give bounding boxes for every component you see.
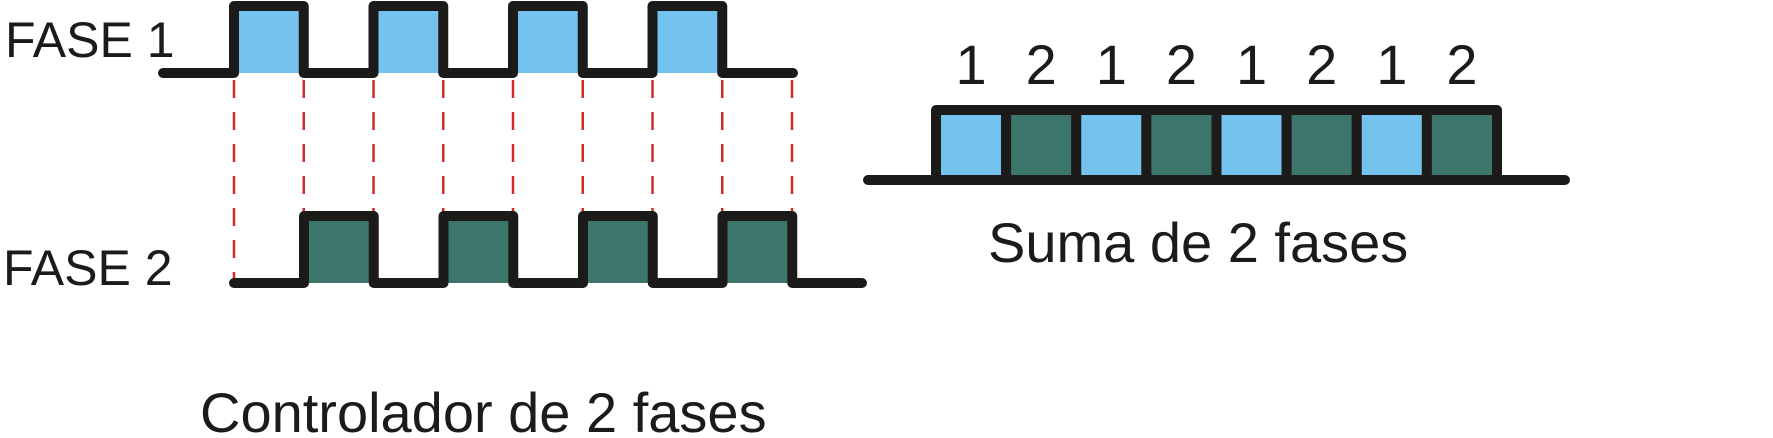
sequence-number: 2: [1306, 33, 1337, 96]
phase2-pulse: [722, 216, 793, 283]
sum-cell-phase1: [1211, 105, 1292, 185]
phase2-waveform: [229, 211, 867, 288]
sum-caption: Suma de 2 fases: [988, 211, 1408, 274]
phase1-waveform: [158, 1, 798, 78]
phase1-pulse: [652, 6, 723, 73]
phase2-pulse: [583, 216, 653, 283]
phase1-pulse: [373, 6, 444, 73]
sequence-number: 1: [955, 33, 986, 96]
sum-cell-phase1: [1351, 105, 1432, 185]
sum-cell-phase2: [1001, 105, 1082, 185]
left-caption: Controlador de 2 fases: [200, 381, 767, 438]
phase1-pulse: [513, 6, 583, 73]
sum-cell-phase2: [1281, 105, 1362, 185]
phase2-pulse: [304, 216, 374, 283]
sequence-number: 2: [1166, 33, 1197, 96]
sum-waveform: [863, 105, 1570, 185]
sequence-number: 1: [1236, 33, 1267, 96]
phase1-label: FASE 1: [5, 12, 175, 68]
phase2-label: FASE 2: [3, 240, 173, 296]
phase2-pulse: [443, 216, 514, 283]
sequence-number: 1: [1376, 33, 1407, 96]
phase2-signal-line: [229, 211, 867, 288]
phase1-signal-line: [158, 1, 798, 78]
sequence-number: 2: [1446, 33, 1477, 96]
sum-cell-phase1: [1071, 105, 1152, 185]
sum-cell-phase1: [931, 105, 1012, 185]
sequence-number: 1: [1096, 33, 1127, 96]
sum-cell-phase2: [1421, 105, 1502, 185]
phase1-pulse: [234, 6, 304, 73]
sequence-number: 2: [1026, 33, 1057, 96]
timing-guides: [232, 80, 794, 285]
sum-cell-phase2: [1141, 105, 1222, 185]
